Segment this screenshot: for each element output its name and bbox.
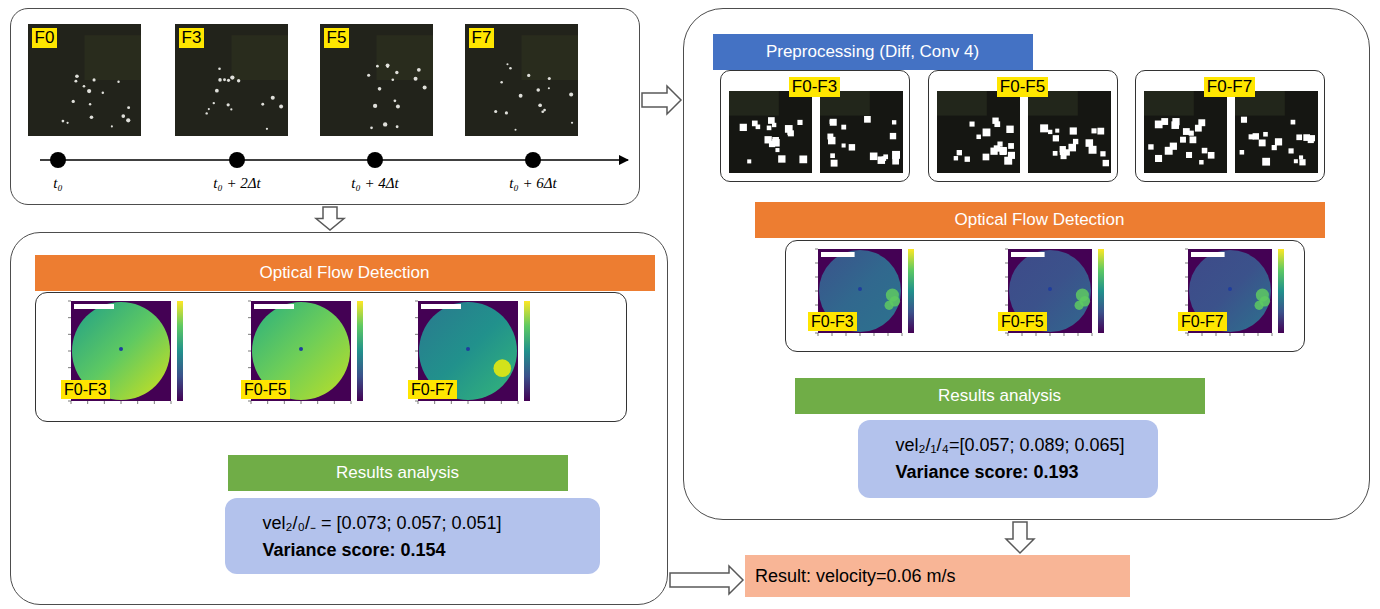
frame-tag: F3: [179, 28, 205, 48]
step-banner: Optical Flow Detection: [35, 255, 655, 291]
preprocessed-pair: F0-F5: [928, 70, 1118, 182]
result-box: vel₂/₁/₄=[0.057; 0.089; 0.065] Variance s…: [858, 420, 1158, 498]
flow-map-group: F0-F3 F0-F5 F0-F7: [35, 292, 627, 422]
process-panel: Optical Flow DetectionF0-F3 F0-F5 F0-F7Res…: [10, 232, 668, 605]
frame-tag: F0-F5: [997, 77, 1048, 97]
frame-tag: F0-F3: [808, 312, 857, 331]
time-point: [525, 152, 541, 168]
frame-tag: F7: [469, 28, 495, 48]
time-label-text: t₀: [53, 175, 62, 191]
time-label-text: t₀ + 4Δt: [351, 175, 398, 191]
preprocessed-pair: F0-F7: [1135, 70, 1325, 182]
result-line: Variance score: 0.193: [896, 462, 1079, 483]
flow-heatmap: F0-F5: [994, 247, 1114, 345]
flow-heatmap: F0-F5: [237, 299, 372, 413]
block-arrow: [316, 207, 344, 230]
time-label: t₀ + 2Δt: [213, 174, 260, 192]
video-frame: F5: [320, 24, 433, 136]
flow-heatmap: F0-F7: [1174, 247, 1294, 345]
flow-map-group: F0-F3 F0-F5 F0-F7: [785, 240, 1305, 352]
frame-tag: F0-F5: [998, 312, 1047, 331]
frame-tag: F0-F3: [61, 380, 110, 399]
time-label: t₀ + 6Δt: [509, 174, 556, 192]
flow-heatmap: F0-F3: [57, 299, 192, 413]
frame-tag: F0-F7: [408, 380, 457, 399]
frame-tag: F0-F7: [1204, 77, 1255, 97]
preprocessed-pair: F0-F3: [720, 70, 910, 182]
step-banner: Optical Flow Detection: [755, 202, 1325, 238]
banner-text: Optical Flow Detection: [259, 263, 429, 283]
frame-tag: F5: [324, 28, 350, 48]
frame-tag: F0-F5: [241, 380, 290, 399]
banner-text: Preprocessing (Diff, Conv 4): [766, 42, 979, 62]
block-arrow: [670, 566, 743, 594]
flow-heatmap: F0-F3: [804, 247, 924, 345]
result-line: vel₂/₁/₄=[0.057; 0.089; 0.065]: [896, 435, 1125, 456]
result-line: vel₂/₀/₋ = [0.073; 0.057; 0.051]: [263, 510, 502, 534]
time-label-text: t₀ + 2Δt: [213, 175, 260, 191]
final-result-box: Result: velocity=0.06 m/s: [745, 555, 1130, 597]
banner-text: Results analysis: [336, 463, 459, 483]
result-box: vel₂/₀/₋ = [0.073; 0.057; 0.051] Variance…: [225, 498, 600, 574]
frame-tag: F0-F7: [1178, 312, 1227, 331]
process-panel: Preprocessing (Diff, Conv 4)F0-F3F0-F5F0…: [683, 8, 1370, 520]
banner-text: Results analysis: [938, 386, 1061, 406]
flow-heatmap: F0-F7: [404, 299, 539, 413]
block-arrow: [1006, 522, 1034, 553]
banner-text: Optical Flow Detection: [954, 210, 1124, 230]
block-arrow: [642, 86, 681, 114]
step-banner: Results analysis: [228, 455, 568, 491]
video-frame: F3: [175, 24, 288, 136]
video-frame: F7: [465, 24, 578, 136]
time-label: t₀ + 4Δt: [351, 174, 398, 192]
time-label-text: t₀ + 6Δt: [509, 175, 556, 191]
frame-tag: F0: [32, 28, 58, 48]
time-point: [367, 152, 383, 168]
result-text: Result: velocity=0.06 m/s: [755, 566, 956, 587]
result-line: Variance score: 0.154: [263, 540, 446, 561]
step-banner: Preprocessing (Diff, Conv 4): [713, 34, 1033, 70]
time-point: [229, 152, 245, 168]
time-point: [50, 152, 66, 168]
video-frame: F0: [28, 24, 141, 136]
step-banner: Results analysis: [795, 378, 1205, 414]
frame-tag: F0-F3: [789, 77, 840, 97]
time-label: t₀: [53, 174, 62, 192]
